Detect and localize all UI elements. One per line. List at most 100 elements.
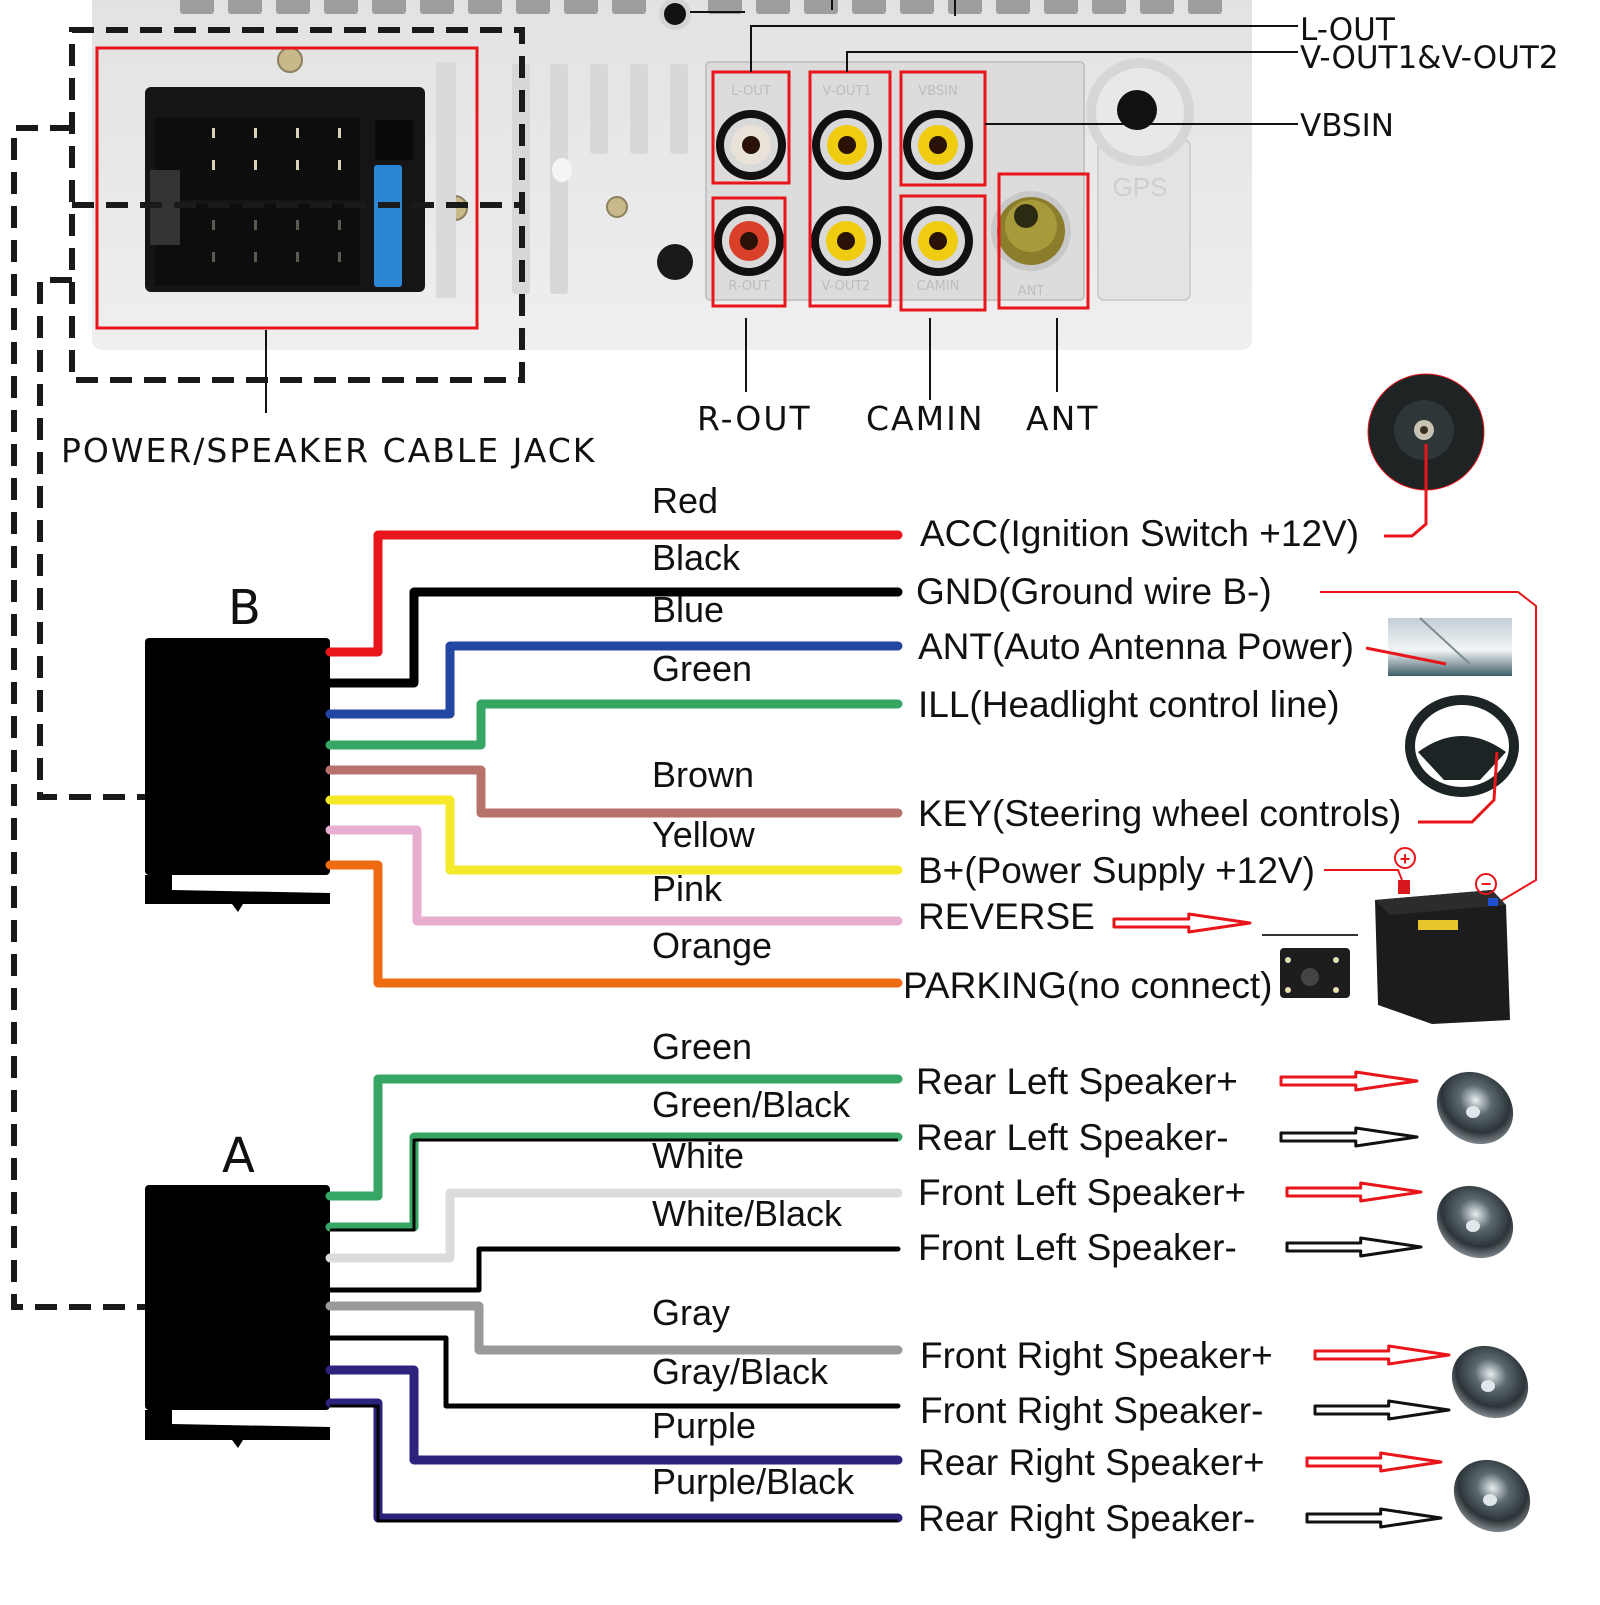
connector-a: A bbox=[145, 1128, 330, 1448]
label-camin: CAMIN bbox=[866, 399, 985, 438]
wire-red bbox=[325, 530, 903, 657]
gps-panel-text: GPS bbox=[1113, 172, 1168, 202]
fuse bbox=[374, 165, 402, 287]
wire-color-label: Brown bbox=[652, 754, 754, 795]
connector-pin bbox=[338, 128, 341, 138]
battery-plus-sign: + bbox=[1400, 849, 1411, 869]
vent-slots bbox=[180, 0, 1222, 14]
rca-jack-v-out2: V-OUT2 bbox=[811, 206, 881, 294]
car-battery-icon: + − bbox=[1324, 847, 1510, 1024]
wire-gray bbox=[325, 1301, 903, 1355]
ant-panel-text: ANT bbox=[1018, 284, 1045, 299]
highlight-r-out bbox=[711, 196, 787, 308]
wire-color-label: Gray bbox=[652, 1292, 730, 1333]
connector-pin bbox=[296, 220, 299, 230]
connector-b-letter: B bbox=[228, 580, 261, 636]
highlight-ant bbox=[997, 172, 1090, 310]
label-vbsin: VBSIN bbox=[1300, 108, 1394, 144]
rca-center bbox=[742, 136, 760, 154]
label-ant: ANT bbox=[1026, 399, 1099, 438]
vent-slot bbox=[900, 0, 934, 14]
wire-white-black bbox=[327, 1246, 901, 1293]
wire-yellow bbox=[325, 795, 903, 875]
wire-purple bbox=[325, 1365, 903, 1465]
connector-pin bbox=[254, 128, 257, 138]
vent-slot bbox=[612, 0, 646, 14]
connector-pin bbox=[254, 160, 257, 170]
rca-panel-text: L-OUT bbox=[731, 84, 771, 99]
connector-pin bbox=[212, 160, 215, 170]
wire-green bbox=[325, 699, 903, 750]
vent-slot bbox=[180, 0, 214, 14]
highlight-camin bbox=[899, 194, 987, 312]
vent-slot bbox=[852, 0, 886, 14]
screw bbox=[277, 47, 303, 73]
speaker-arrow-positive bbox=[1285, 1181, 1423, 1203]
connector-pin bbox=[296, 160, 299, 170]
connector-pin bbox=[254, 252, 257, 262]
rca-jack-vbsin: VBSIN bbox=[903, 84, 973, 180]
speaker-dustcap bbox=[1483, 1494, 1497, 1506]
rca-panel-text: CAMIN bbox=[917, 279, 960, 294]
speaker-arrow-negative bbox=[1279, 1126, 1419, 1148]
wire-white bbox=[325, 1188, 903, 1263]
wire-function-label: Rear Right Speaker- bbox=[918, 1498, 1255, 1539]
connector-pin bbox=[338, 252, 341, 262]
speaker-arrow-negative bbox=[1313, 1399, 1451, 1421]
antenna-port: ANT bbox=[991, 191, 1071, 299]
rca-center bbox=[837, 232, 855, 250]
vent-slot bbox=[228, 0, 262, 14]
vent-slot bbox=[276, 0, 310, 14]
wire-color-label: White bbox=[652, 1135, 744, 1176]
vent-slot bbox=[756, 0, 790, 14]
wire-function-label: Front Left Speaker- bbox=[918, 1227, 1237, 1268]
vent-slot bbox=[564, 0, 598, 14]
highlight-boxes bbox=[95, 46, 1090, 330]
speaker-arrow-positive bbox=[1279, 1070, 1419, 1092]
connector-a-letter: A bbox=[222, 1128, 255, 1184]
callout-lines bbox=[265, 25, 1298, 413]
rca-jack-l-out: L-OUT bbox=[716, 84, 786, 180]
highlight-vbsin bbox=[899, 70, 987, 187]
dashed-cable-paths bbox=[11, 27, 525, 1310]
connector-pin bbox=[296, 252, 299, 262]
wire-function-label: GND(Ground wire B-) bbox=[916, 571, 1272, 612]
rca-jack-v-out1: V-OUT1 bbox=[812, 84, 882, 180]
wire-color-label: Black bbox=[652, 537, 741, 578]
wire-orange bbox=[325, 860, 903, 988]
wire-function-label: Rear Left Speaker- bbox=[916, 1117, 1229, 1158]
panel-hole-inner bbox=[664, 3, 686, 25]
wire-color-label: Green bbox=[652, 1026, 752, 1067]
wire-black bbox=[325, 587, 903, 688]
connector-pin bbox=[254, 220, 257, 230]
wire-gray-black bbox=[327, 1335, 901, 1409]
car-antenna-icon bbox=[1365, 617, 1512, 676]
wire-stripe bbox=[330, 1404, 898, 1523]
wire-color-label: Green/Black bbox=[652, 1084, 851, 1125]
wire-function-label: Front Left Speaker+ bbox=[918, 1172, 1246, 1213]
speaker-icon bbox=[1436, 1071, 1514, 1145]
connector-pin bbox=[212, 252, 215, 262]
speaker-icon bbox=[1436, 1185, 1514, 1259]
wire-color-label: Blue bbox=[652, 589, 724, 630]
vent-slot bbox=[1140, 0, 1174, 14]
label-l-out: L-OUT bbox=[1300, 12, 1396, 48]
wire-function-label: Rear Left Speaker+ bbox=[916, 1061, 1238, 1102]
vent-slot bbox=[1044, 0, 1078, 14]
highlight-v-out bbox=[808, 70, 892, 308]
wire-color-label: Green bbox=[652, 648, 752, 689]
reverse-arrow bbox=[1112, 912, 1252, 934]
wire-green bbox=[325, 1074, 903, 1201]
wire-function-label: ANT(Auto Antenna Power) bbox=[918, 626, 1354, 667]
label-v-out: V-OUT1&V-OUT2 bbox=[1300, 40, 1559, 76]
speaker-arrow-negative bbox=[1305, 1507, 1443, 1529]
connector-pin bbox=[296, 128, 299, 138]
gnd-callout-line bbox=[1320, 591, 1537, 906]
wire-function-label: ILL(Headlight control line) bbox=[918, 684, 1340, 725]
speaker-dustcap bbox=[1481, 1380, 1495, 1392]
gps-port: GPS bbox=[1086, 58, 1194, 301]
wire-color-label: Gray/Black bbox=[652, 1351, 829, 1392]
